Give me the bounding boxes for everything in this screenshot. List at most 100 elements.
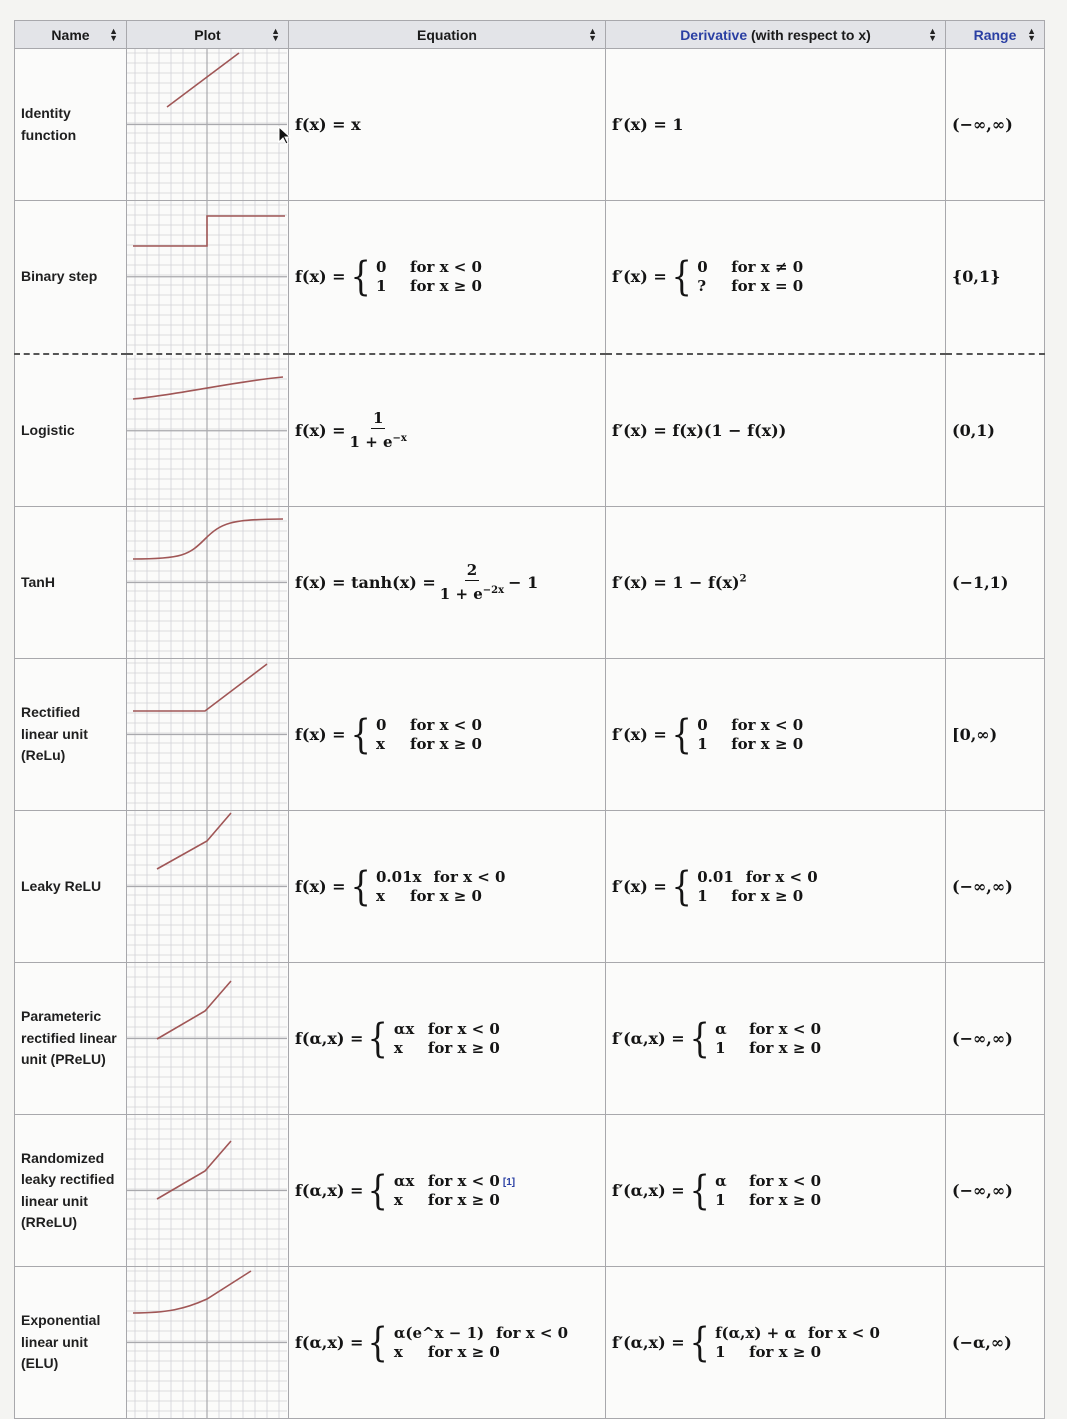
case-row: ?for x = 0 <box>697 277 803 296</box>
case-condition: for x ≥ 0 <box>427 1342 500 1361</box>
row-name: Rectified linear unit (ReLu) <box>14 658 127 811</box>
plot-binary-step <box>127 201 287 353</box>
range-cell: [0,∞) <box>945 658 1045 811</box>
brace-icon: { <box>350 863 371 910</box>
case-condition: for x < 0 <box>427 1171 500 1190</box>
range-cell: {0,1} <box>945 200 1045 354</box>
row-name: Randomized leaky rectified linear unit (… <box>14 1114 127 1267</box>
plot-cell <box>126 1266 289 1419</box>
header-equation[interactable]: Equation▲▼ <box>288 20 606 49</box>
case-value: 1 <box>715 1190 726 1209</box>
brace-icon: { <box>367 1319 389 1366</box>
equation-lhs: f(x) = <box>295 267 346 287</box>
sort-arrows-icon[interactable]: ▲▼ <box>109 26 118 43</box>
case-row: α(e^x − 1)for x < 0 <box>394 1324 568 1343</box>
case-condition: for x ≥ 0 <box>749 1038 822 1057</box>
case-value: 1 <box>697 886 708 905</box>
case-condition: for x < 0 <box>410 715 482 734</box>
row-name: Logistic <box>14 352 127 507</box>
range-cell: (−∞,∞) <box>945 810 1045 963</box>
plot-cell <box>126 48 289 201</box>
range-cell: (−∞,∞) <box>945 962 1045 1115</box>
case-condition: for x < 0 <box>808 1323 880 1342</box>
sort-arrows-icon[interactable]: ▲▼ <box>1027 26 1036 43</box>
brace-icon: { <box>671 253 692 300</box>
header-plot[interactable]: Plot ▲▼ <box>126 20 289 49</box>
header-name-label: Name <box>51 26 90 43</box>
brace-icon: { <box>689 1015 710 1062</box>
plot-grid <box>127 659 287 810</box>
case-value: 1 <box>715 1038 726 1057</box>
brace-icon: { <box>367 1015 389 1062</box>
range-link[interactable]: Range <box>973 26 1017 43</box>
range-cell: (−α,∞) <box>945 1266 1045 1419</box>
case-condition: for x ≥ 0 <box>410 276 482 295</box>
case-condition: for x ≥ 0 <box>410 886 482 905</box>
case-condition: for x < 0 <box>749 1019 822 1038</box>
equation-cell: f(x) = x <box>288 48 606 201</box>
case-value: αx <box>393 1019 415 1038</box>
sort-arrows-icon[interactable]: ▲▼ <box>928 26 937 43</box>
case-condition: for x < 0 <box>433 867 506 886</box>
row-name: Exponential linear unit (ELU) <box>14 1266 127 1419</box>
case-value: 0.01x <box>376 867 422 886</box>
equation-tail: − 1 <box>508 573 539 592</box>
header-plot-label: Plot <box>194 26 221 43</box>
plot-cell <box>126 200 289 354</box>
header-range[interactable]: Range ▲▼ <box>945 20 1045 49</box>
case-condition: for x ≥ 0 <box>731 734 804 753</box>
fraction-numerator: 1 <box>371 408 386 429</box>
case-condition: for x ≥ 0 <box>749 1342 822 1361</box>
plot-curve <box>132 518 284 560</box>
reference-link[interactable]: [1] <box>502 1176 516 1188</box>
plot-curve <box>132 1270 252 1314</box>
case-value: f(α,x) + α <box>715 1323 797 1342</box>
equation-lhs: f(x) = <box>295 877 346 896</box>
fraction-denominator: 1 + e−x <box>350 429 407 452</box>
sort-arrows-icon[interactable]: ▲▼ <box>588 26 597 43</box>
mouse-pointer-icon <box>278 126 292 145</box>
denominator-exponent: −2x <box>482 585 505 596</box>
plot-grid <box>127 963 287 1114</box>
case-value: x <box>393 1038 403 1057</box>
case-value: x <box>376 734 385 753</box>
sort-arrows-icon[interactable]: ▲▼ <box>271 26 280 43</box>
case-value: 0 <box>697 715 708 734</box>
case-value: 0 <box>376 715 387 734</box>
plot-rrelu <box>127 1115 287 1266</box>
case-row: 0.01x for x < 0 <box>376 868 505 887</box>
derivative-lhs: f′(α,x) = <box>612 1333 685 1352</box>
brace-icon: { <box>671 863 692 910</box>
plot-leaky-relu <box>127 811 287 962</box>
header-name[interactable]: Name ▲▼ <box>14 20 127 49</box>
header-derivative[interactable]: Derivative (with respect to x)▲▼ <box>605 20 946 49</box>
case-row: 1 for x ≥ 0 <box>715 1039 821 1058</box>
derivative-link[interactable]: Derivative <box>680 26 748 43</box>
brace-icon: { <box>689 1167 710 1214</box>
plot-grid <box>127 354 287 506</box>
plot-curve <box>156 812 232 870</box>
plot-curve <box>133 663 268 712</box>
